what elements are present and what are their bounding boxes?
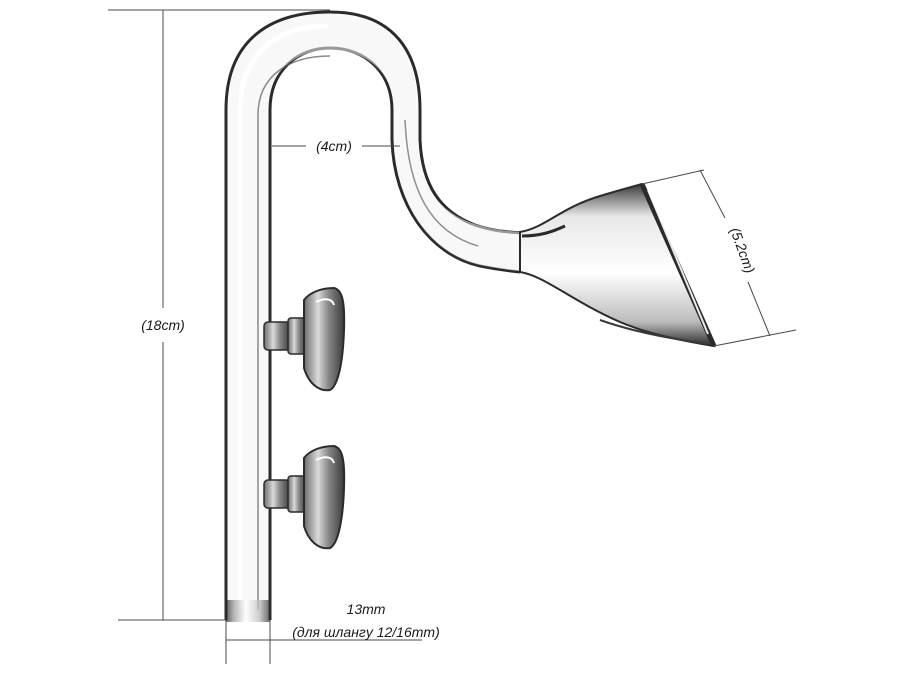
- tube-diameter-label: 13mm: [347, 601, 386, 617]
- inlet-rim-highlight: [647, 189, 709, 335]
- height-dimension: (18cm): [108, 9, 330, 621]
- lily-pipe: [224, 10, 717, 622]
- inlet-line-upper: [699, 169, 726, 219]
- bend-width-label: (4cm): [316, 138, 352, 154]
- suction-cup-shine: [315, 456, 335, 464]
- pipe-shade: [257, 55, 331, 610]
- pipe-glass-body: [228, 14, 522, 620]
- bend-width-dimension: (4cm): [272, 138, 400, 154]
- inlet-neck-shadow: [521, 224, 566, 238]
- suction-cup-clip: [263, 321, 291, 351]
- inlet-top-extension: [641, 169, 705, 185]
- inlet-flare: [519, 182, 716, 348]
- tube-diameter-dimension: 13mm (для шлангу 12/16mm): [225, 601, 440, 664]
- pipe-bottom-end: [226, 600, 270, 622]
- inlet-bottom-extension: [713, 329, 797, 347]
- suction-cup-upper: [263, 286, 346, 392]
- suction-cup-icon: [303, 444, 346, 550]
- suction-cup-shine: [315, 298, 335, 306]
- hose-note-label: (для шлангу 12/16mm): [292, 624, 440, 640]
- suction-cup-lower: [263, 444, 346, 550]
- suction-cup-icon: [303, 286, 346, 392]
- height-label: (18cm): [141, 317, 185, 333]
- inlet-diameter-label: (5.2cm): [727, 225, 758, 275]
- bend-shade: [404, 119, 479, 247]
- suction-cup-clip: [263, 479, 291, 509]
- pipe-highlight: [237, 23, 329, 610]
- inlet-lower-shadow: [599, 319, 711, 345]
- inlet-line-lower: [747, 281, 771, 337]
